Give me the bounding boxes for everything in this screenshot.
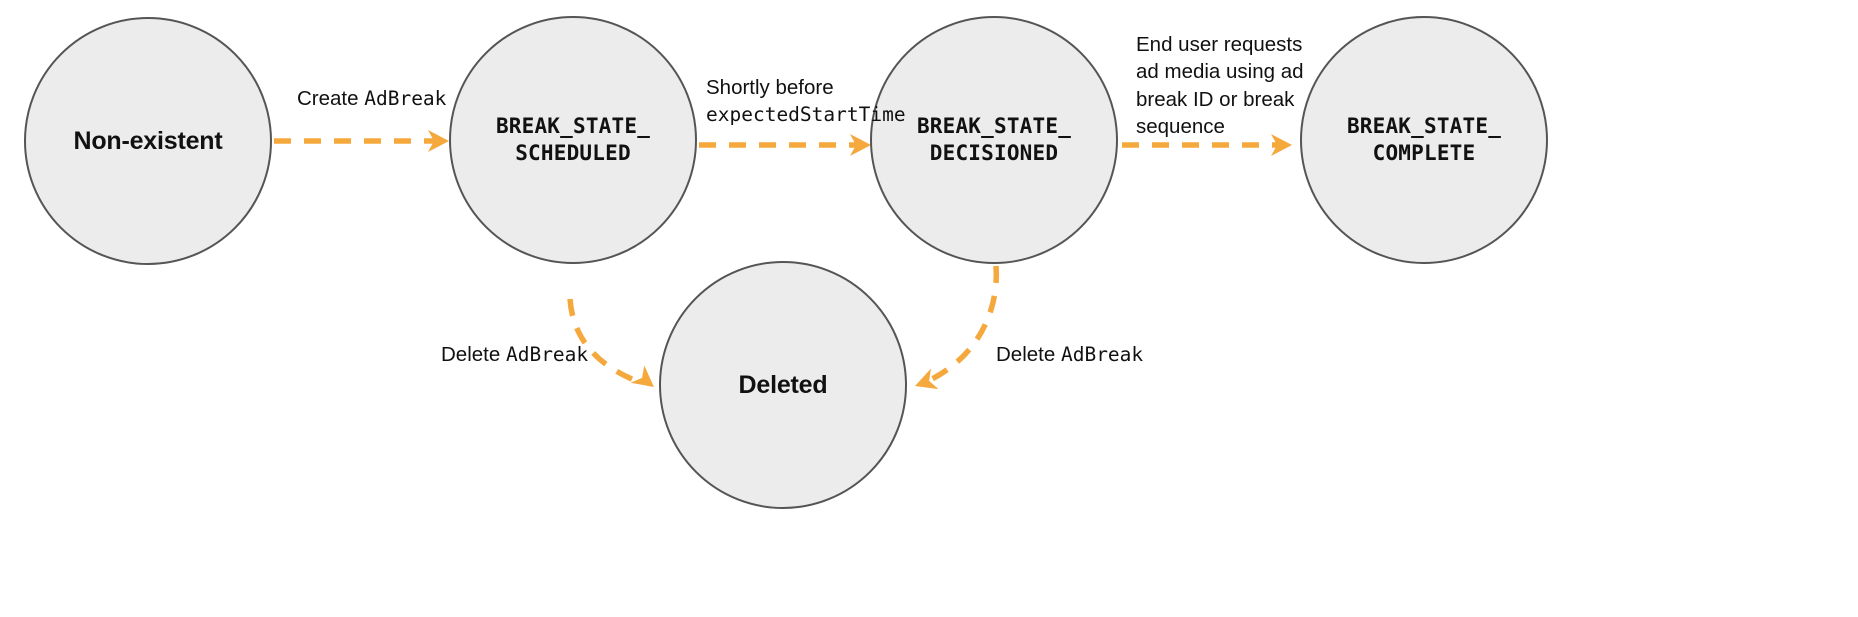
state-node-label-line: BREAK_STATE_ (1346, 114, 1502, 139)
state-node-label-line: Deleted (738, 371, 828, 399)
state-node-label-line: BREAK_STATE_ (916, 114, 1072, 139)
edge-label-end-user-requests-ad-media: End user requests ad media using ad break … (1136, 31, 1304, 140)
edge-label-run-mono: AdBreak (505, 343, 589, 366)
state-node-label-line: BREAK_STATE_ (495, 114, 651, 139)
state-node-label: Deleted (739, 369, 828, 401)
state-node-break-state-scheduled[interactable]: BREAK_STATE_SCHEDULED (449, 16, 697, 264)
edge-label-line: break ID or break (1136, 86, 1304, 113)
edge-label-run-sans: Delete (996, 343, 1061, 366)
state-node-deleted[interactable]: Deleted (659, 261, 907, 509)
edge-label-run-sans: Delete (441, 343, 506, 366)
edge-label-line: ad media using ad (1136, 58, 1304, 85)
edge-label-shortly-before-expectedstarttime: Shortly before expectedStartTime (706, 74, 906, 129)
state-node-label: BREAK_STATE_COMPLETE (1347, 113, 1501, 167)
state-node-label-line: DECISIONED (929, 141, 1059, 165)
state-node-label: BREAK_STATE_DECISIONED (917, 113, 1071, 167)
edge-label-line: expectedStartTime (706, 101, 906, 128)
state-node-non-existent[interactable]: Non-existent (24, 17, 272, 265)
arrowhead-end-user-requests-ad-media (1271, 134, 1292, 156)
state-node-break-state-complete[interactable]: BREAK_STATE_COMPLETE (1300, 16, 1548, 264)
arrowhead-delete-adbreak-from-scheduled (630, 365, 654, 387)
edge-label-run-mono: AdBreak (1060, 343, 1144, 366)
edge-label-create-adbreak: Create AdBreak (297, 85, 446, 112)
arrowhead-shortly-before-expectedstarttime (850, 134, 871, 156)
edge-label-run-mono: expectedStartTime (706, 103, 906, 127)
edge-delete-adbreak-from-scheduled (567, 298, 643, 386)
state-node-label-line: Non-existent (73, 127, 223, 155)
edge-label-delete-adbreak-from-scheduled: Delete AdBreak (441, 341, 588, 368)
edge-label-run-sans: sequence (1136, 114, 1225, 138)
edge-label-line: Delete AdBreak (996, 341, 1143, 368)
state-node-label-line: SCHEDULED (515, 141, 631, 165)
state-node-label: Non-existent (73, 125, 222, 157)
state-node-break-state-decisioned[interactable]: BREAK_STATE_DECISIONED (870, 16, 1118, 264)
arrowhead-create-adbreak (428, 130, 449, 152)
edge-label-line: Shortly before (706, 74, 906, 101)
arrowhead-delete-adbreak-from-decisioned (915, 368, 939, 390)
edge-label-line: Delete AdBreak (441, 341, 588, 368)
edge-label-run-mono: AdBreak (364, 87, 447, 110)
state-node-label: BREAK_STATE_SCHEDULED (496, 113, 650, 167)
edge-label-line: End user requests (1136, 31, 1304, 58)
edge-label-line: sequence (1136, 113, 1304, 140)
edge-label-delete-adbreak-from-decisioned: Delete AdBreak (996, 341, 1143, 368)
edge-label-run-sans: Shortly before (706, 76, 834, 99)
edge-label-run-sans: Create (297, 87, 365, 110)
edge-label-line: Create AdBreak (297, 85, 446, 112)
state-node-label-line: COMPLETE (1372, 141, 1476, 165)
edge-label-run-sans: ad media using ad (1136, 60, 1304, 84)
edge-delete-adbreak-from-decisioned (926, 265, 1000, 384)
edge-label-run-sans: break ID or break (1136, 87, 1295, 111)
edge-label-run-sans: End user requests (1136, 33, 1303, 56)
